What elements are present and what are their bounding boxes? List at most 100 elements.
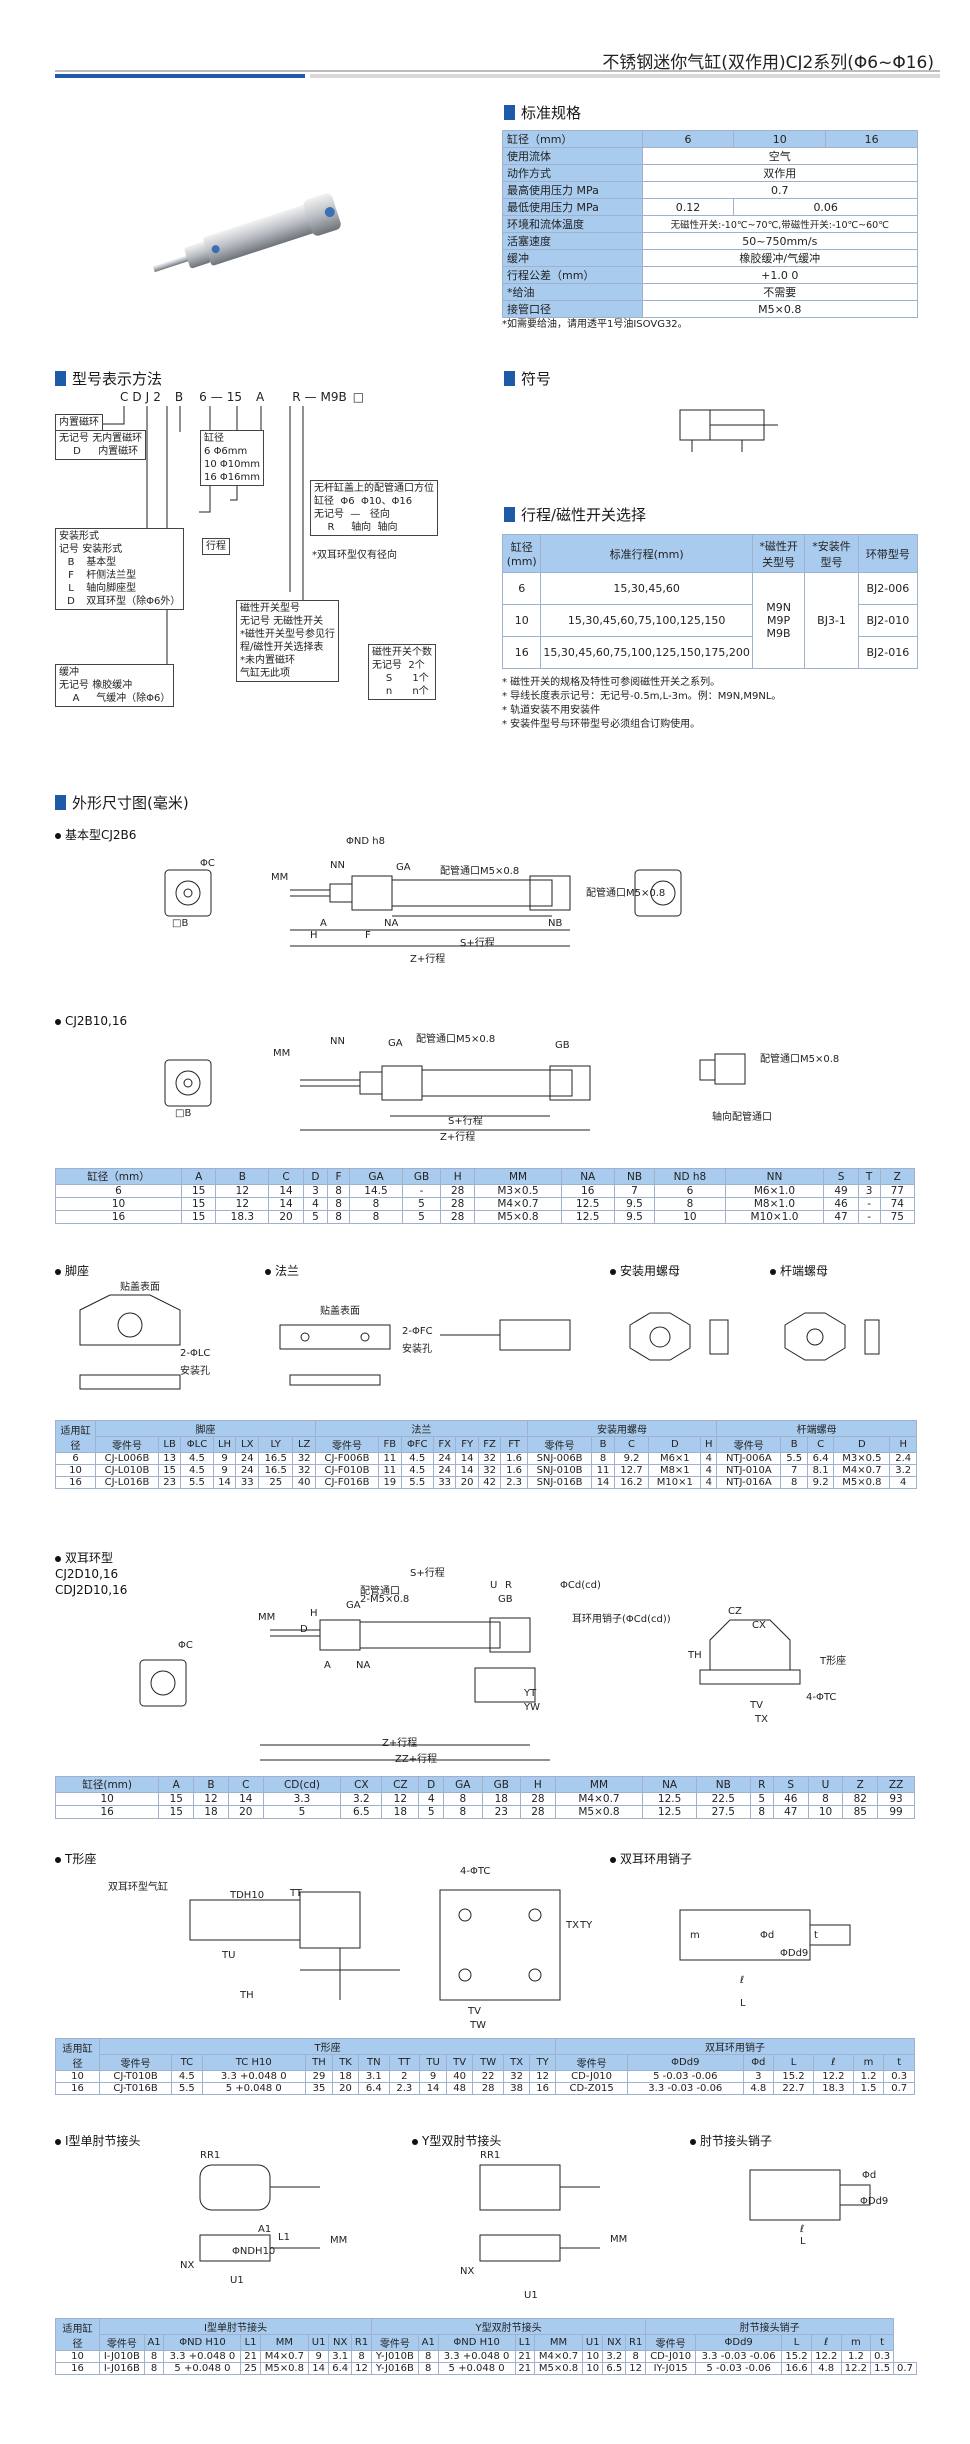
clevis-port: 配管通口: [360, 1586, 400, 1597]
clevis-ga: GA: [346, 1600, 361, 1611]
model-switch-type-box: 磁性开关型号 无记号 无磁性开关 *磁性开关型号参见行 程/磁性开关选择表 *未…: [236, 600, 339, 682]
dim-label-z: Z+行程: [410, 954, 446, 965]
y-joint-mm: MM: [610, 2234, 628, 2245]
joint-rr1: RR1: [200, 2150, 221, 2161]
page-header: 不锈钢迷你气缸(双作用)CJ2系列(Φ6~Φ16): [0, 0, 970, 78]
joint-pin-title: 肘节接头销子: [690, 2132, 772, 2149]
model-switch-count-box: 磁性开关个数 无记号 2个 S 1个 n n个: [368, 644, 436, 700]
clevis-d: D: [300, 1624, 308, 1635]
t-th-label: TH: [240, 1990, 254, 2001]
dim-label-nn: NN: [330, 860, 345, 871]
dim-label-h: H: [310, 930, 318, 941]
t-bracket-title: T形座: [55, 1850, 96, 1867]
t-bracket-drawing: [189, 1889, 851, 2001]
clevis-tbracket: T形座: [820, 1656, 847, 1667]
stroke-table: 缸径(mm) 标准行程(mm) *磁性开关型号 *安装件型号 环带型号 6 15…: [501, 534, 919, 669]
dim-label-ga: GA: [396, 862, 411, 873]
clevis-zz: ZZ+行程: [395, 1754, 438, 1765]
section-dims-heading: 外形尺寸图(毫米): [55, 792, 475, 812]
clevis-z: Z+行程: [382, 1738, 418, 1749]
flange-title: 法兰: [265, 1262, 299, 1279]
i-joint-title: I型单肘节接头: [55, 2132, 141, 2149]
dim-label-a: A: [320, 918, 327, 929]
clevis-h: H: [310, 1608, 318, 1619]
clevis-c: ΦC: [178, 1640, 193, 1651]
dim-label-na: NA: [384, 918, 399, 929]
table-row: 16 15,30,45,60,75,100,125,150,175,200 BJ…: [501, 636, 919, 669]
port-label-2: 配管通口M5×0.8: [586, 888, 666, 899]
section-marker-icon: [504, 506, 515, 522]
bullet-icon: [770, 1268, 776, 1275]
flange-surface-label: 贴盖表面: [320, 1306, 360, 1317]
pin-dd9-label: ΦDd9: [780, 1948, 809, 1959]
section-stroke-heading: 行程/磁性开关选择: [504, 504, 924, 524]
t-tu-label: TU: [222, 1950, 236, 1961]
bullet-icon: [610, 1856, 616, 1863]
clevis-gb: GB: [498, 1594, 513, 1605]
flange-hole-label: 2-ΦFC: [402, 1326, 433, 1337]
pin-t-label: t: [814, 1930, 818, 1941]
cj2b-axial-m5: 配管通口M5×0.8: [760, 1054, 840, 1065]
section-title: 型号表示方法: [72, 369, 163, 388]
model-bore-box: 缸径 6 Φ6mm 10 Φ10mm 16 Φ16mm: [200, 430, 264, 486]
section-symbol-heading: 符号: [504, 368, 924, 388]
clevis-na: NA: [356, 1660, 371, 1671]
table-group-row: 适用缸径 脚座 法兰 安装用螺母 杆端螺母: [55, 1420, 917, 1453]
header-rule: [55, 70, 940, 72]
clevis-title: 双耳环型 CJ2D10,16 CDJ2D10,16: [55, 1551, 128, 1597]
pin-l-label: L: [740, 1998, 746, 2009]
accessory-drawings: [79, 1294, 880, 1390]
jpin-l: L: [800, 2236, 806, 2247]
section-marker-icon: [55, 794, 66, 810]
model-cushion-box: 缓冲 无记号 橡胶缓冲 A 气缓冲（除Φ6）: [55, 664, 175, 707]
pin-d-label: Φd: [760, 1930, 775, 1941]
joint-mm: MM: [330, 2235, 348, 2246]
table-row: 行程公差（mm）+1.0 0: [502, 266, 919, 284]
cj2b-b: □B: [175, 1108, 192, 1119]
t-tx-label: TX: [566, 1920, 579, 1931]
clevis-cz: CZ: [728, 1606, 742, 1617]
header-accent-bar: [55, 74, 305, 78]
joint-nx: NX: [180, 2260, 195, 2271]
section-model-heading: 型号表示方法: [55, 368, 475, 388]
foot-hole-label: 2-ΦLC: [180, 1348, 211, 1359]
model-port-note: *双耳环型仅有径向: [312, 550, 397, 561]
clevis-tx: TX: [755, 1714, 768, 1725]
model-magnet-options: 无记号 无内置磁环 D 内置磁环: [55, 430, 147, 460]
section-marker-icon: [504, 104, 515, 120]
y-joint-rr1: RR1: [480, 2150, 501, 2161]
t-tt-label: TT: [290, 1888, 303, 1899]
clevis-cd: ΦCd(cd): [560, 1580, 601, 1591]
dim-label-mm: MM: [271, 872, 289, 883]
bullet-icon: [55, 1018, 61, 1025]
clevis-u: U: [490, 1580, 498, 1591]
table-row: 6 15,30,45,60 M9N M9P M9B BJ3-1 BJ2-006: [501, 572, 919, 669]
bullet-icon: [690, 2138, 696, 2145]
dim-label-nb: NB: [548, 918, 563, 929]
clevis-mm: MM: [258, 1612, 276, 1623]
foot-mount-label: 安装孔: [180, 1366, 210, 1377]
stroke-notes: * 磁性开关的规格及特性可参阅磁性开关之系列。 * 导线长度表示记号：无记号-0…: [502, 677, 782, 730]
dim-label-c: ΦC: [200, 858, 215, 869]
cj2b-nn: NN: [330, 1036, 345, 1047]
table-group-row: 适用缸径 T形座 双耳环用销子: [55, 2038, 915, 2071]
model-port-box: 无杆缸盖上的配管通口方位 缸径 Φ6 Φ10、Φ16 无记号 — 径向 R 轴向…: [310, 480, 438, 536]
section-marker-icon: [504, 370, 515, 386]
t-tw-label: TW: [470, 2020, 486, 2031]
rod-nut-title: 杆端螺母: [770, 1262, 828, 1279]
bullet-icon: [55, 832, 61, 839]
header-gray-bar: [310, 74, 940, 78]
